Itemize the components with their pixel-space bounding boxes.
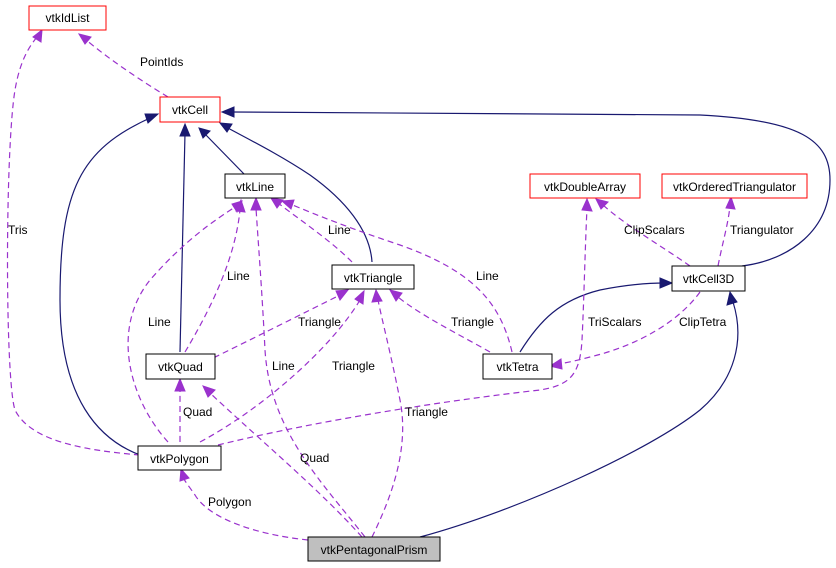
edge-quad-to-cell bbox=[179, 132, 186, 353]
node-vtkdoublearray[interactable]: vtkDoubleArray bbox=[529, 173, 641, 199]
label-clipscalars: ClipScalars bbox=[624, 223, 685, 237]
label-quad-polygon: Quad bbox=[183, 405, 212, 419]
node-label: vtkQuad bbox=[158, 360, 203, 374]
arrowhead-cell3d-doublearray bbox=[595, 198, 609, 210]
edge-cell3d-doublearray bbox=[602, 204, 691, 267]
edge-tetra-triangle bbox=[397, 296, 491, 353]
arrowhead-polygon-triangle bbox=[354, 289, 365, 305]
edge-line-to-cell bbox=[203, 132, 246, 176]
edge-tetra-line bbox=[289, 203, 513, 353]
arrowhead-cell3d-triangulator bbox=[725, 195, 736, 210]
label-tris: Tris bbox=[8, 223, 28, 237]
node-label: vtkPentagonalPrism bbox=[321, 543, 428, 557]
label-triangulator: Triangulator bbox=[730, 223, 794, 237]
label-triangle-prism: Triangle bbox=[405, 405, 448, 419]
label-line-quad: Line bbox=[227, 269, 250, 283]
label-cliptetra: ClipTetra bbox=[679, 315, 727, 329]
usage-edges bbox=[6, 28, 736, 541]
arrowhead-polygon-quad bbox=[174, 377, 186, 392]
arrowhead-prism-line bbox=[250, 196, 262, 211]
node-vtkpentagonalprism[interactable]: vtkPentagonalPrism bbox=[307, 536, 441, 562]
node-label: vtkLine bbox=[236, 180, 274, 194]
edge-cell-idlist bbox=[84, 38, 169, 98]
edge-cell3d-tetra bbox=[557, 291, 701, 365]
node-vtkquad[interactable]: vtkQuad bbox=[145, 353, 216, 380]
arrowhead-prism-cell3d bbox=[726, 290, 738, 306]
edge-polygon-doublearray bbox=[217, 207, 588, 446]
edge-prism-polygon bbox=[182, 476, 309, 541]
arrowhead-cell3d-tetra bbox=[548, 358, 563, 370]
edge-labels: PointIds Tris Line Line Line Line Line C… bbox=[8, 55, 794, 509]
arrowhead-prism-quad bbox=[202, 385, 216, 398]
arrowhead-cell3d-cell bbox=[220, 106, 235, 118]
edge-polygon-idlist bbox=[6, 35, 141, 456]
edge-quad-triangle bbox=[204, 294, 341, 363]
edge-triangle-to-cell bbox=[225, 126, 373, 263]
node-vtkorderedtriangulator[interactable]: vtkOrderedTriangulator bbox=[661, 173, 808, 199]
label-triscalars: TriScalars bbox=[588, 315, 642, 329]
node-label: vtkCell3D bbox=[683, 272, 735, 286]
node-vtkline[interactable]: vtkLine bbox=[224, 173, 286, 199]
node-label: vtkTetra bbox=[496, 360, 538, 374]
arrowhead-quad-cell bbox=[179, 122, 191, 137]
arrowhead-quad-triangle bbox=[335, 289, 350, 301]
arrowhead-prism-polygon bbox=[179, 467, 190, 482]
arrowhead-tetra-line bbox=[280, 199, 295, 210]
node-vtkcell3d[interactable]: vtkCell3D bbox=[671, 265, 746, 292]
arrowhead-polygon-line bbox=[231, 200, 243, 214]
arrowhead-cell-idlist bbox=[77, 33, 92, 45]
label-triangle-polygon: Triangle bbox=[332, 359, 375, 373]
label-polygon-prism: Polygon bbox=[208, 495, 251, 509]
edge-prism-quad bbox=[209, 392, 363, 538]
edge-polygon-triangle bbox=[199, 299, 361, 443]
arrowhead-triangle-cell bbox=[218, 122, 233, 133]
label-triangle-quad: Triangle bbox=[298, 315, 341, 329]
edge-prism-triangle bbox=[371, 299, 404, 538]
label-quad-prism: Quad bbox=[300, 451, 329, 465]
edge-cell3d-triangulator bbox=[717, 205, 731, 267]
arrowhead-triangle-line bbox=[270, 197, 284, 209]
node-label: vtkOrderedTriangulator bbox=[673, 180, 796, 194]
node-vtktriangle[interactable]: vtkTriangle bbox=[331, 264, 415, 290]
node-label: vtkTriangle bbox=[344, 271, 403, 285]
label-pointids: PointIds bbox=[140, 55, 183, 69]
label-triangle-tetra: Triangle bbox=[451, 315, 494, 329]
edge-triangle-line bbox=[277, 202, 353, 263]
arrowhead-polygon-cell bbox=[144, 113, 160, 124]
node-vtkidlist[interactable]: vtkIdList bbox=[28, 5, 107, 31]
node-vtkpolygon[interactable]: vtkPolygon bbox=[137, 445, 222, 471]
edge-prism-to-cell3d bbox=[419, 301, 739, 538]
label-line-prism: Line bbox=[272, 359, 295, 373]
node-vtktetra[interactable]: vtkTetra bbox=[482, 353, 553, 380]
inheritance-edges bbox=[59, 106, 831, 538]
edge-tetra-to-cell3d bbox=[519, 282, 666, 353]
label-line-polygon: Line bbox=[148, 315, 171, 329]
edge-polygon-line bbox=[127, 206, 236, 443]
arrowhead-polygon-doublearray bbox=[581, 197, 593, 212]
arrowhead-line-cell bbox=[198, 127, 211, 139]
edge-quad-line bbox=[184, 209, 241, 353]
edge-cell3d-to-cell bbox=[231, 111, 831, 267]
node-label: vtkPolygon bbox=[150, 452, 209, 466]
node-vtkcell[interactable]: vtkCell bbox=[159, 96, 221, 123]
node-label: vtkCell bbox=[172, 103, 208, 117]
node-label: vtkDoubleArray bbox=[544, 180, 626, 194]
edge-polygon-to-cell bbox=[59, 117, 151, 456]
label-line-tetra: Line bbox=[476, 269, 499, 283]
arrowhead-polygon-idlist bbox=[32, 28, 43, 43]
arrowhead-tetra-cell3d bbox=[659, 277, 674, 289]
arrowhead-prism-triangle bbox=[371, 288, 383, 303]
label-line-triangle: Line bbox=[328, 223, 351, 237]
node-label: vtkIdList bbox=[45, 11, 90, 25]
arrowhead-tetra-triangle bbox=[389, 289, 403, 302]
